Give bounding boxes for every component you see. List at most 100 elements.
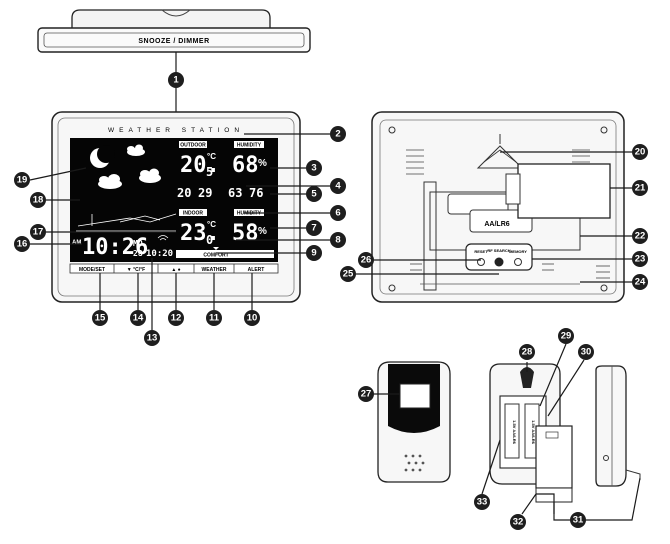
button-strip bbox=[69, 263, 279, 274]
callout-31: 31 bbox=[570, 512, 586, 528]
indoor-temp-unit: °C bbox=[207, 220, 216, 229]
svg-text:29: 29 bbox=[561, 331, 572, 342]
svg-text:4: 4 bbox=[335, 181, 341, 192]
callout-7: 7 bbox=[306, 220, 322, 236]
svg-text:3: 3 bbox=[311, 163, 316, 174]
svg-text:18: 18 bbox=[33, 195, 44, 206]
reset-label: RESET bbox=[474, 249, 488, 254]
callout-21: 21 bbox=[632, 180, 648, 196]
callout-11: 11 bbox=[206, 310, 222, 326]
callout-9: 9 bbox=[306, 245, 322, 261]
up-alarm-button[interactable]: ▲ ● bbox=[171, 267, 180, 273]
alarm-time: 10:20 bbox=[146, 249, 173, 259]
battery-bottom bbox=[469, 209, 533, 233]
sensor-lcd bbox=[399, 383, 431, 409]
svg-text:15: 15 bbox=[95, 313, 106, 324]
outdoor-temperature-decimal: 5 bbox=[206, 165, 213, 179]
outdoor-label: OUTDOOR bbox=[180, 143, 206, 149]
svg-text:9: 9 bbox=[311, 248, 316, 259]
callout-16: 16 bbox=[14, 236, 30, 252]
svg-text:25: 25 bbox=[343, 269, 354, 280]
callout-2: 2 bbox=[330, 126, 346, 142]
svg-text:21: 21 bbox=[635, 183, 646, 194]
outdoor-temp-unit: °C bbox=[207, 152, 216, 161]
humidity-label-1: HUMIDITY bbox=[237, 143, 262, 149]
indoor-temperature: 23. bbox=[180, 221, 220, 246]
indoor-humidity: 58 bbox=[232, 221, 259, 246]
callout-19: 19 bbox=[14, 172, 30, 188]
signal-icon bbox=[157, 235, 169, 241]
max-humidity: 76 bbox=[249, 186, 263, 200]
svg-text:5: 5 bbox=[311, 189, 317, 200]
callout-4: 4 bbox=[330, 178, 346, 194]
down-unit-button[interactable]: ▼ °C/°F bbox=[127, 267, 145, 273]
mode-set-button[interactable]: MODE/SET bbox=[79, 267, 105, 273]
comfort-label: COMFORT bbox=[203, 252, 228, 258]
callout-13: 13 bbox=[144, 330, 160, 346]
indoor-label: INDOOR bbox=[183, 211, 203, 217]
svg-text:24: 24 bbox=[635, 277, 646, 288]
callout-10: 10 bbox=[244, 310, 260, 326]
callout-12: 12 bbox=[168, 310, 184, 326]
sensor-back: 1.5V AA/LR6 1.5V AA/LR6 bbox=[489, 363, 573, 503]
callout-15: 15 bbox=[92, 310, 108, 326]
battery-label: AA/LR6 bbox=[484, 221, 509, 228]
outdoor-temperature: 20. bbox=[180, 153, 220, 178]
moon-icon bbox=[90, 145, 115, 168]
callout-25: 25 bbox=[340, 266, 356, 282]
front-unit: WEATHER STATION OUTDOOR HUMIDITY 20. 5 °… bbox=[51, 111, 301, 303]
memory-button[interactable] bbox=[514, 258, 522, 266]
indoor-temperature-decimal: 0 bbox=[206, 233, 213, 247]
cloud-icon bbox=[98, 144, 161, 189]
callout-3: 3 bbox=[306, 160, 322, 176]
callout-5: 5 bbox=[306, 186, 322, 202]
am-indicator: AM bbox=[72, 240, 81, 246]
callout-29: 29 bbox=[558, 328, 574, 344]
min-temperature: 20 bbox=[177, 186, 191, 200]
forecast-scene bbox=[76, 213, 177, 232]
battery-cover bbox=[517, 163, 611, 219]
callout-28: 28 bbox=[519, 344, 535, 360]
alert-button[interactable]: ALERT bbox=[248, 267, 265, 273]
callout-24: 24 bbox=[632, 274, 648, 290]
svg-text:7: 7 bbox=[311, 223, 316, 234]
callout-17: 17 bbox=[30, 224, 46, 240]
svg-text:6: 6 bbox=[335, 208, 340, 219]
leader-lines bbox=[29, 133, 641, 521]
weather-button[interactable]: WEATHER bbox=[202, 267, 227, 273]
svg-text:1: 1 bbox=[173, 75, 179, 86]
sensor-vent-holes bbox=[404, 454, 425, 472]
svg-text:13: 13 bbox=[147, 333, 158, 344]
svg-text:8: 8 bbox=[335, 235, 340, 246]
snooze-label: SNOOZE / DIMMER bbox=[138, 38, 209, 45]
sensor-battery-cover bbox=[535, 425, 573, 489]
min-humidity: 63 bbox=[228, 186, 242, 200]
callout-22: 22 bbox=[632, 228, 648, 244]
sensor-battery-label-2: 1.5V AA/LR6 bbox=[531, 420, 536, 444]
svg-text:19: 19 bbox=[17, 175, 28, 186]
svg-text:22: 22 bbox=[635, 231, 646, 242]
callout-1: 1 bbox=[168, 72, 184, 88]
humidity-label-box-1 bbox=[234, 141, 264, 148]
svg-text:28: 28 bbox=[522, 347, 533, 358]
callout-33: 33 bbox=[474, 494, 490, 510]
svg-text:33: 33 bbox=[477, 497, 488, 508]
callout-27: 27 bbox=[358, 386, 374, 402]
svg-text:10: 10 bbox=[247, 313, 258, 324]
svg-text:2: 2 bbox=[335, 129, 340, 140]
callout-8: 8 bbox=[330, 232, 346, 248]
svg-text:16: 16 bbox=[17, 239, 28, 250]
callout-6: 6 bbox=[330, 205, 346, 221]
svg-text:27: 27 bbox=[361, 389, 372, 400]
svg-text:32: 32 bbox=[513, 517, 524, 528]
sensor-front bbox=[377, 361, 451, 483]
outdoor-humidity-percent: % bbox=[258, 158, 267, 169]
rf-search-button[interactable] bbox=[494, 257, 504, 267]
callout-20: 20 bbox=[632, 144, 648, 160]
clock-time: 10:26 bbox=[82, 235, 148, 260]
weekday: MO bbox=[133, 239, 143, 248]
max-temperature: 29 bbox=[198, 186, 212, 200]
indoor-label-box bbox=[179, 209, 207, 216]
svg-text:12: 12 bbox=[171, 313, 182, 324]
